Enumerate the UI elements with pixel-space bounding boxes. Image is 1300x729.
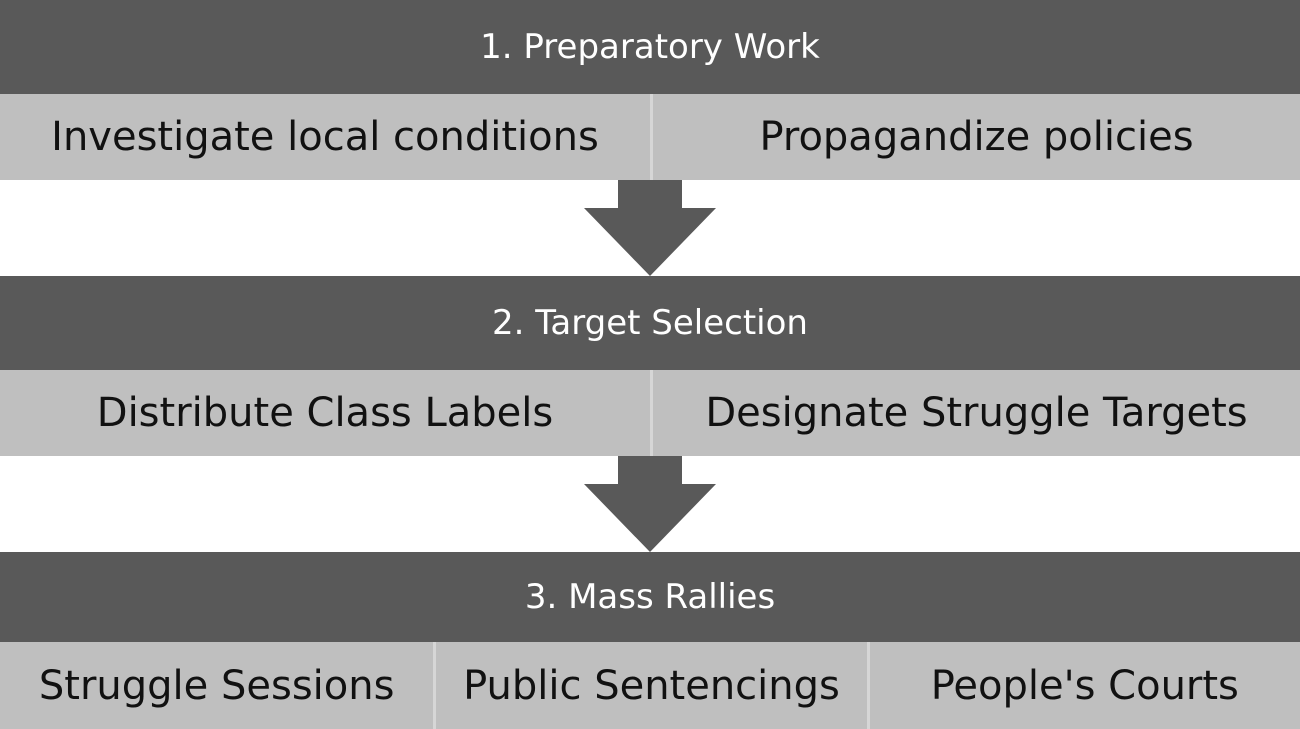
stage-3-header: 3. Mass Rallies <box>0 552 1300 642</box>
down-arrow-icon <box>584 180 716 276</box>
stage-1-title: 1. Preparatory Work <box>480 27 820 67</box>
stage-3-item-3: People's Courts <box>866 642 1300 729</box>
stage-1-items: Investigate local conditions Propagandiz… <box>0 94 1300 180</box>
stage-3-items: Struggle Sessions Public Sentencings Peo… <box>0 642 1300 729</box>
stage-3-item-1: Struggle Sessions <box>0 642 434 729</box>
down-arrow-icon <box>584 456 716 552</box>
stage-2-item-1: Distribute Class Labels <box>0 370 650 456</box>
stage-1-item-1: Investigate local conditions <box>0 94 650 180</box>
stage-3-title: 3. Mass Rallies <box>524 577 776 617</box>
stage-1-header: 1. Preparatory Work <box>0 0 1300 94</box>
stage-1-item-2: Propagandize policies <box>650 94 1300 180</box>
stage-2-header: 2. Target Selection <box>0 276 1300 370</box>
stage-3-item-2: Public Sentencings <box>433 642 867 729</box>
stage-2-title: 2. Target Selection <box>492 303 808 343</box>
stage-2-items: Distribute Class Labels Designate Strugg… <box>0 370 1300 456</box>
stage-2-item-2: Designate Struggle Targets <box>650 370 1300 456</box>
